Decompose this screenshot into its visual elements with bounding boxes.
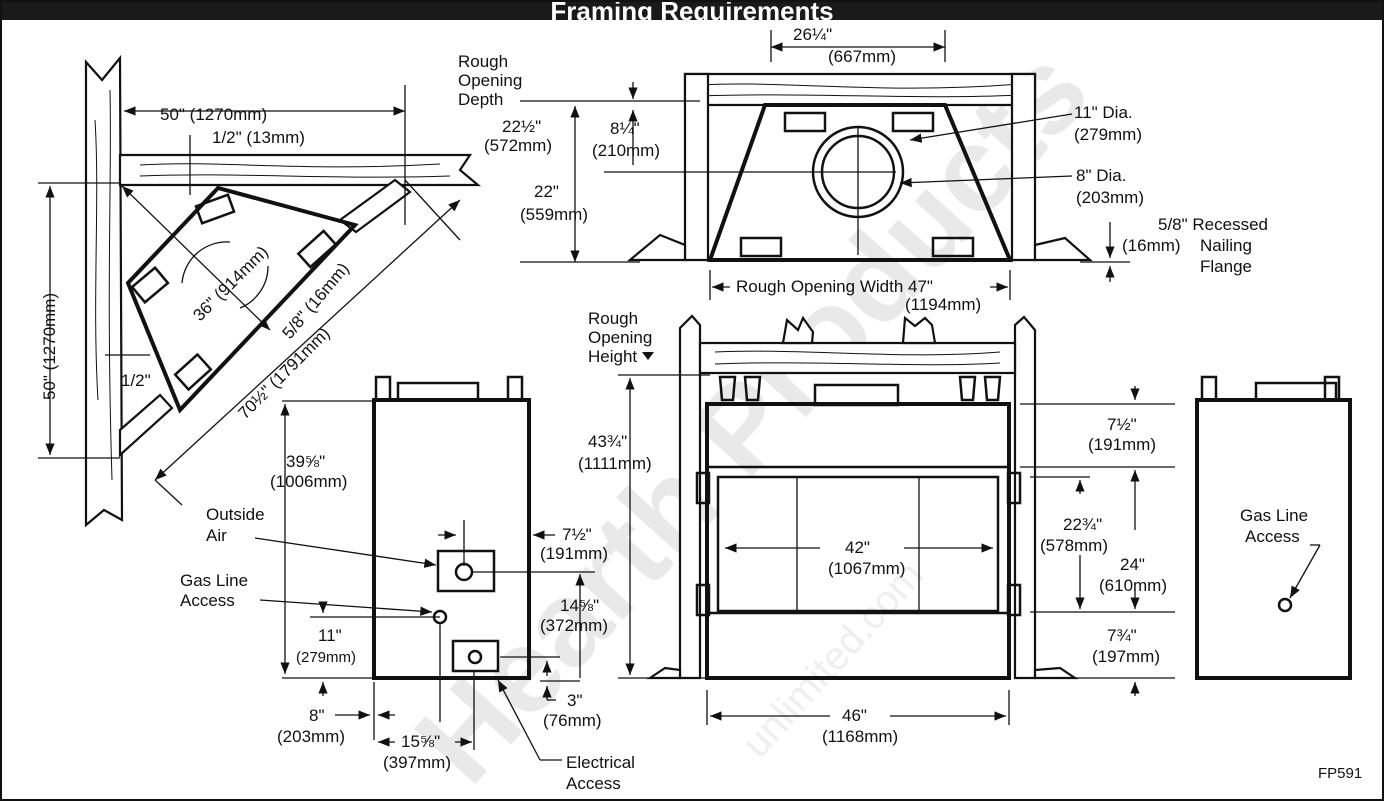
front-glass-opening — [716, 475, 1000, 613]
top-depth-mm: (572mm) — [484, 136, 552, 155]
top-firebox-outline — [707, 103, 1014, 262]
front-glass-mm: (578mm) — [1040, 536, 1108, 555]
top-outer-dia: 11" Dia. — [1074, 103, 1133, 122]
front-width-mm: (1168mm) — [822, 727, 898, 746]
front-post-left — [678, 314, 702, 680]
front-view: Rough Opening Height 43¾" (1111mm) 42" (… — [578, 309, 1175, 746]
right-gas-access-port — [1277, 597, 1293, 613]
side-height-in: 39⅝" — [286, 452, 325, 471]
corner-radius-label: 36" (914mm) — [189, 242, 272, 325]
wall-stud-vertical — [84, 54, 124, 528]
top-width-mm: (667mm) — [828, 47, 896, 66]
front-post-right — [1013, 315, 1037, 680]
front-width-in: 46" — [842, 706, 867, 725]
top-outer-dia-mm: (279mm) — [1074, 125, 1142, 144]
front-header-beam — [698, 341, 1017, 375]
side-width-in: 15⅝" — [401, 732, 440, 751]
elec-height-in: 14⅝" — [560, 596, 599, 615]
top-width-label: Rough Opening Width 47" — [736, 277, 933, 296]
top-flue-offset-mm: (210mm) — [592, 141, 660, 160]
elec-label-2: Access — [566, 774, 621, 793]
air-offset-mm: (191mm) — [540, 544, 608, 563]
front-height-label-3: Height — [588, 347, 637, 366]
side-base-mm: (203mm) — [277, 727, 345, 746]
page-title: Framing Requirements — [550, 0, 834, 26]
elec-base-in: 3" — [567, 691, 583, 710]
side-unit-outline — [372, 398, 531, 680]
side-height-mm: (1006mm) — [270, 472, 347, 491]
front-height-mm: (1111mm) — [578, 454, 652, 473]
air-label-1: Outside — [206, 505, 265, 524]
top-header-beam — [683, 72, 1037, 107]
front-height-in: 43¾" — [588, 432, 627, 451]
side-base-in: 8" — [309, 706, 325, 725]
corner-side-b-label: 50" (1270mm) — [40, 293, 59, 400]
corner-view: 50" (1270mm) 1/2" (13mm) 50" (1270mm) 36… — [38, 54, 482, 528]
top-flue-offset-in: 8¼" — [610, 119, 640, 138]
wall-beam-horizontal — [118, 153, 482, 187]
front-top-mm: (191mm) — [1088, 435, 1156, 454]
outside-air-port — [436, 549, 496, 593]
top-width-label-mm: (1194mm) — [905, 295, 981, 314]
elec-label-1: Electrical — [566, 753, 635, 772]
top-recess-mm: (16mm) — [1122, 236, 1181, 255]
front-opening-in: 42" — [845, 538, 870, 557]
top-depth-label-3: Depth — [458, 90, 503, 109]
side-view: 39⅝" (1006mm) Outside Air 7½" (191mm) Ga… — [180, 375, 635, 793]
top-recess-l2: Nailing — [1200, 236, 1252, 255]
elec-height-mm: (372mm) — [540, 616, 608, 635]
front-height-label-2: Opening — [588, 328, 652, 347]
air-label-2: Air — [206, 526, 227, 545]
electrical-port — [451, 639, 500, 673]
top-depth-in: 22½" — [502, 117, 541, 136]
front-height-label-1: Rough — [588, 309, 638, 328]
right-gas-label-1: Gas Line — [1240, 506, 1308, 525]
figure-id: FP591 — [1318, 765, 1362, 782]
right-unit-outline — [1195, 398, 1352, 680]
top-inner-dia: 8" Dia. — [1076, 166, 1126, 185]
top-inner-dia-mm: (203mm) — [1076, 188, 1144, 207]
top-view: 26¼" (667mm) Rough Opening Depth 22½" (5… — [458, 25, 1268, 314]
elec-base-mm: (76mm) — [543, 711, 602, 730]
top-width-in: 26¼" — [793, 25, 832, 44]
right-view: Gas Line Access — [1195, 375, 1352, 680]
front-unit-outline — [705, 402, 1011, 680]
gas-label-2: Access — [180, 591, 235, 610]
front-top-in: 7½" — [1107, 415, 1137, 434]
front-bottom-mm: (197mm) — [1092, 647, 1160, 666]
front-glass2-mm: (610mm) — [1099, 576, 1167, 595]
right-gas-label-2: Access — [1245, 527, 1300, 546]
gas-height-mm: (279mm) — [296, 649, 356, 666]
front-bottom-in: 7¾" — [1107, 626, 1137, 645]
corner-stub-bottom — [118, 393, 174, 458]
top-depth-label-1: Rough — [458, 52, 508, 71]
gas-label-1: Gas Line — [180, 571, 248, 590]
top-recess-l3: Flange — [1200, 257, 1252, 276]
side-width-mm: (397mm) — [383, 753, 451, 772]
air-offset-in: 7½" — [562, 525, 592, 544]
front-glass-in: 22¾" — [1063, 515, 1102, 534]
front-opening-mm: (1067mm) — [828, 559, 905, 578]
corner-offset-label: 1/2" (13mm) — [212, 128, 305, 147]
top-depth-label-2: Opening — [458, 71, 522, 90]
top-depth2-mm: (559mm) — [520, 205, 588, 224]
title-bar: Framing Requirements — [0, 0, 1384, 26]
front-glass2-in: 24" — [1120, 555, 1145, 574]
corner-side-a-label: 50" (1270mm) — [160, 105, 267, 124]
corner-half-label: 1/2" — [121, 371, 151, 390]
top-recess-in: 5/8" Recessed — [1158, 215, 1268, 234]
top-depth2-in: 22" — [534, 182, 559, 201]
gas-height-in: 11" — [318, 626, 342, 645]
